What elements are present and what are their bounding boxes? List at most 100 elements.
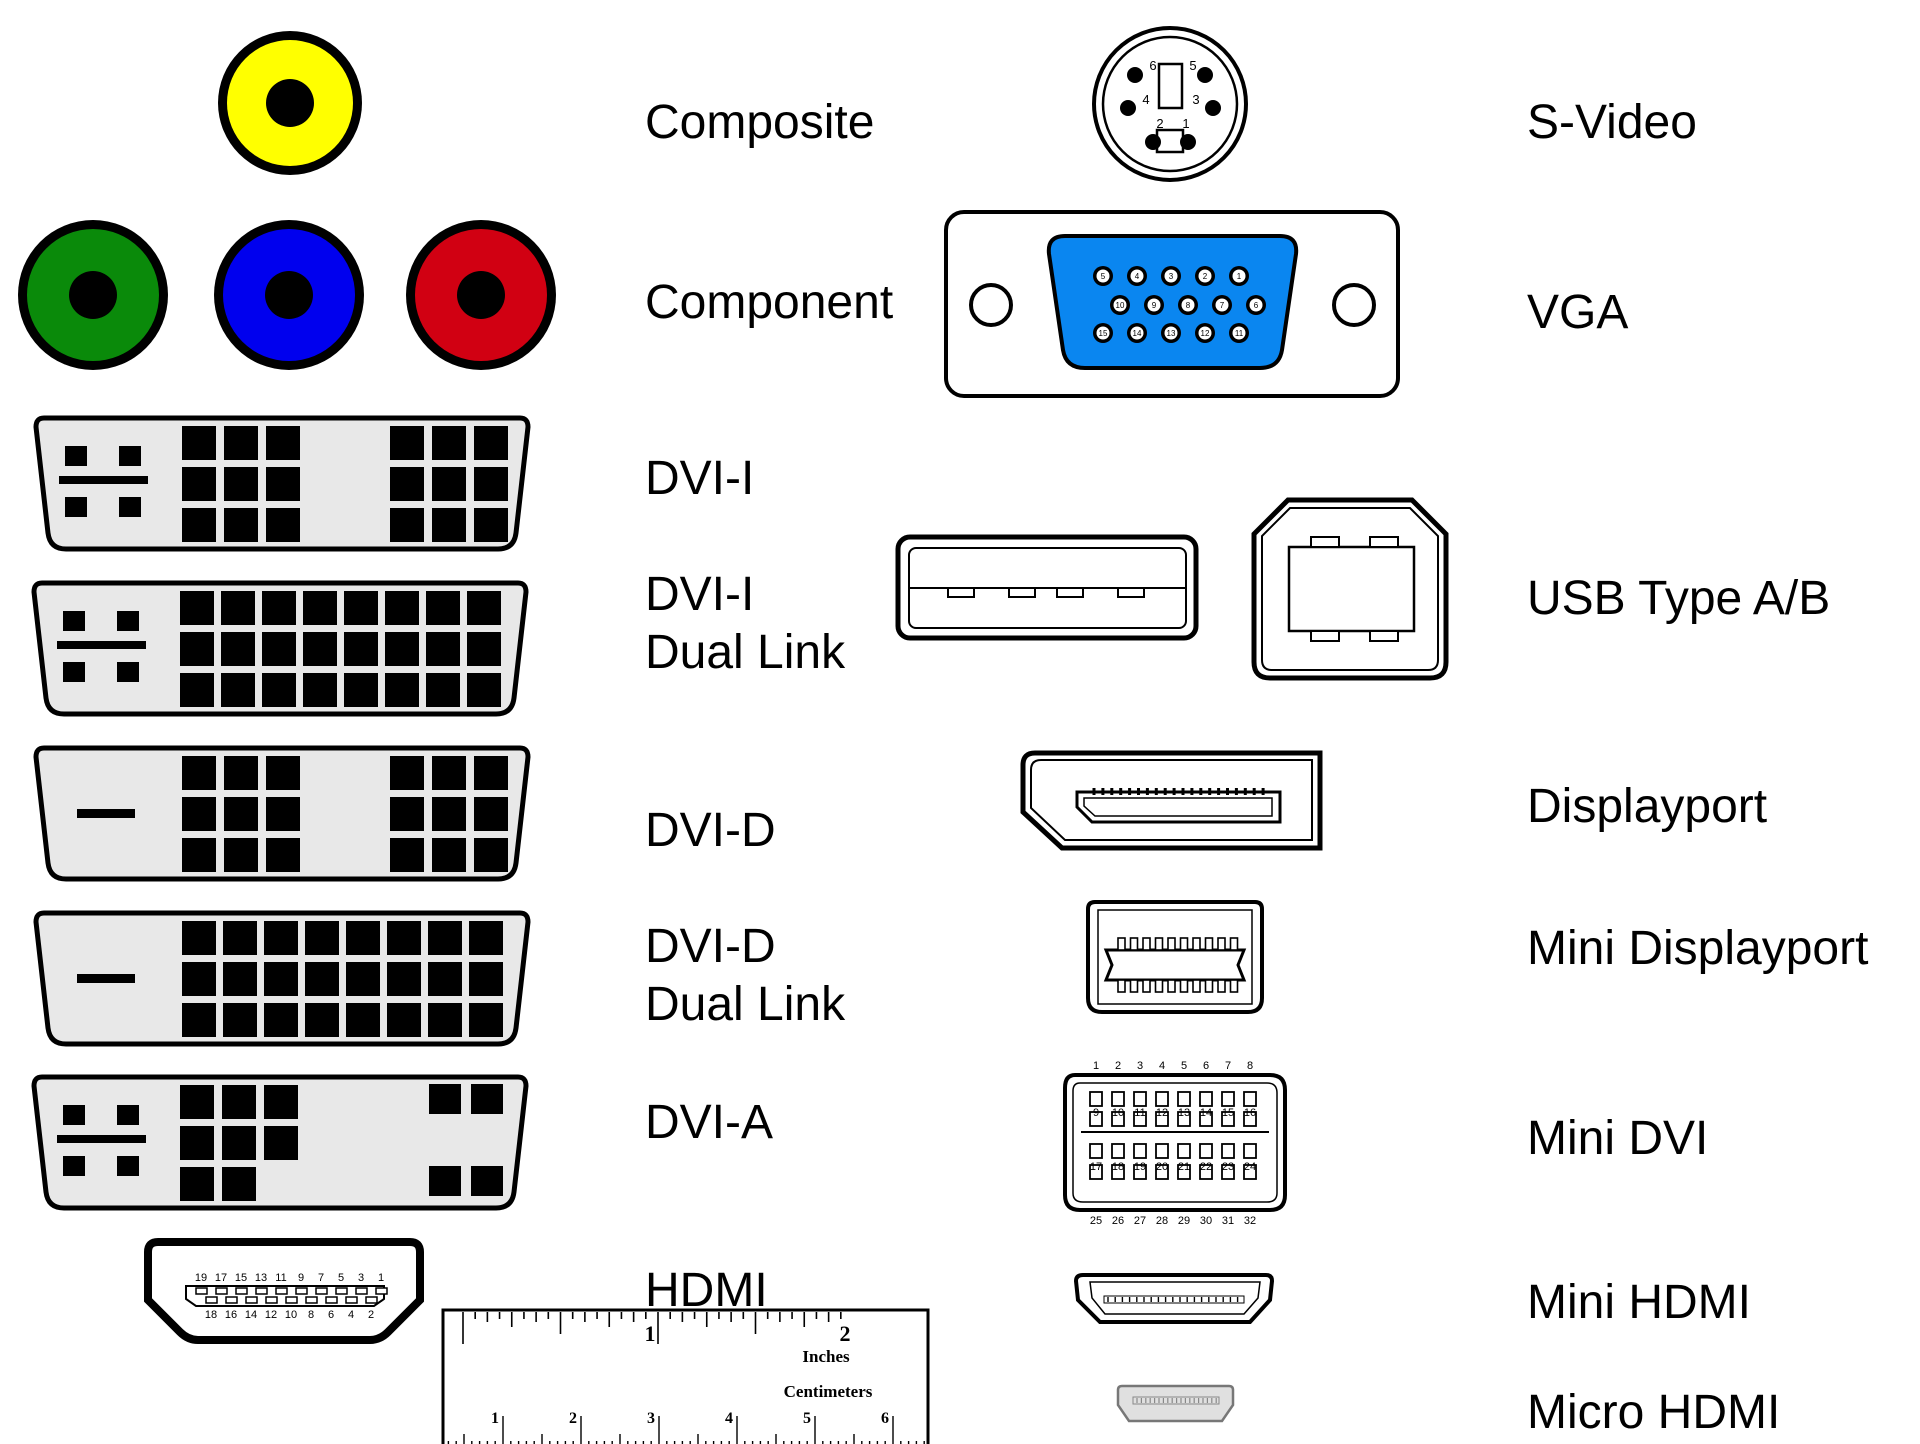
ruler-cm-number: 1: [491, 1410, 499, 1427]
dvi-contact: [182, 508, 216, 542]
mini-dvi-pin-number: 10: [1112, 1107, 1124, 1119]
dvi-contact: [469, 962, 503, 996]
hdmi-pad: [355, 1287, 368, 1295]
dvi-contact: [266, 467, 300, 501]
dvi-contact: [224, 838, 258, 872]
vga-pin-number: 13: [1167, 329, 1176, 338]
vga-pin-face: [1215, 298, 1229, 312]
mini-dvi-pin-number: 22: [1200, 1161, 1212, 1173]
dvi-i-dual-link-label-line1: DVI-I: [645, 568, 754, 621]
s-video-pin-2: 2: [1156, 116, 1163, 131]
hdmi-pad: [215, 1287, 228, 1295]
right-labels: S-Video VGA USB Type A/B Displayport Min…: [1527, 96, 1868, 1439]
hdmi-pin-number: 1: [378, 1272, 384, 1284]
dvi-contact: [387, 962, 421, 996]
hdmi-pad: [205, 1296, 218, 1304]
dvi-contact: [467, 591, 501, 625]
mini-dvi-pad: [1177, 1111, 1191, 1127]
mini-dvi-pin-number: 13: [1178, 1107, 1190, 1119]
ruler-cm-number: 5: [803, 1410, 811, 1427]
dvi-d-connector: [36, 748, 528, 879]
hdmi-pin-number: 19: [195, 1272, 207, 1284]
dvi-contact: [264, 1126, 298, 1160]
mini-dvi-pin-number: 24: [1244, 1161, 1256, 1173]
vga-pin-number: 5: [1101, 272, 1106, 281]
mini-dvi-pin-number: 17: [1090, 1161, 1102, 1173]
mini-dvi-pad: [1133, 1143, 1147, 1159]
dvi-contact: [221, 673, 255, 707]
ruler-inch-number: 2: [840, 1321, 851, 1346]
vga-pin-number: 2: [1203, 272, 1208, 281]
mini-displayport-contact: [1204, 979, 1214, 993]
dvi-contact: [474, 467, 508, 501]
dvi-contact: [426, 632, 460, 666]
mini-dvi-pad: [1177, 1091, 1191, 1107]
mini-dvi-pin-number: 9: [1093, 1107, 1099, 1119]
dvi-contact: [182, 467, 216, 501]
ruler-inch-number: 1: [645, 1321, 656, 1346]
mini-dvi-pad: [1199, 1164, 1213, 1180]
dvi-contact: [182, 1003, 216, 1037]
mini-dvi-pin-number: 32: [1244, 1215, 1256, 1227]
mini-dvi-pad: [1089, 1091, 1103, 1107]
dvi-contact: [432, 467, 466, 501]
hdmi-pad: [285, 1296, 298, 1304]
dvi-contact: [390, 426, 424, 460]
dvi-contact: [182, 962, 216, 996]
dvi-contact: [266, 756, 300, 790]
mini-dvi-pad: [1111, 1091, 1125, 1107]
dvi-contact: [474, 797, 508, 831]
mini-displayport-contact: [1154, 937, 1164, 951]
hdmi-pin-number: 9: [298, 1272, 304, 1284]
mini-dvi-pin-number: 23: [1222, 1161, 1234, 1173]
left-labels: Composite Component DVI-I DVI-I Dual Lin…: [645, 96, 893, 1317]
dvi-contact: [224, 508, 258, 542]
micro-hdmi-label: Micro HDMI: [1527, 1386, 1780, 1439]
vga-pin-number: 7: [1220, 301, 1225, 310]
hdmi-pin-number: 13: [255, 1272, 267, 1284]
mini-dvi-pad: [1111, 1143, 1125, 1159]
dvi-contact: [180, 673, 214, 707]
dvi-a-connector: [34, 1077, 526, 1208]
dvi-contact: [222, 1167, 256, 1201]
dvi-contact: [182, 426, 216, 460]
mini-dvi-pad: [1199, 1111, 1213, 1127]
mini-dvi-pin-number: 20: [1156, 1161, 1168, 1173]
mini-dvi-pad: [1243, 1143, 1257, 1159]
dvi-a-label: DVI-A: [645, 1096, 773, 1149]
vga-pin-number: 12: [1201, 329, 1210, 338]
composite-label: Composite: [645, 96, 874, 149]
vga-pin-face: [1147, 298, 1161, 312]
mini-dvi-pin-number: 25: [1090, 1215, 1102, 1227]
ruler-cm-number: 3: [647, 1410, 655, 1427]
dvi-contact: [182, 838, 216, 872]
dvi-contact: [469, 921, 503, 955]
mini-dvi-pin-number: 31: [1222, 1215, 1234, 1227]
dvi-contact: [385, 632, 419, 666]
mini-dvi-pad: [1221, 1143, 1235, 1159]
mini-displayport-label: Mini Displayport: [1527, 922, 1868, 975]
dvi-contact: [305, 1003, 339, 1037]
mini-displayport-contact: [1154, 979, 1164, 993]
dvi-contact: [223, 921, 257, 955]
s-video-label: S-Video: [1527, 96, 1697, 149]
usb-type-ab-label: USB Type A/B: [1527, 572, 1830, 625]
hdmi-pin-number: 6: [328, 1309, 334, 1321]
dvi-contact-block: [390, 756, 508, 872]
mini-dvi-pad: [1243, 1111, 1257, 1127]
hdmi-pin-slot: [185, 1285, 388, 1307]
mini-dvi-pad: [1155, 1143, 1169, 1159]
mini-dvi-pin-number: 30: [1200, 1215, 1212, 1227]
mini-displayport-contact: [1117, 979, 1126, 993]
component-blue-jack: [214, 220, 364, 370]
dvi-contact: [432, 426, 466, 460]
dvi-contact-block: [182, 426, 300, 542]
usb-type-a-connector: [895, 534, 1199, 641]
dvi-contact: [182, 797, 216, 831]
hdmi-pin-number: 12: [265, 1309, 277, 1321]
displayport-connector: [1020, 750, 1323, 851]
dvi-contact: [426, 591, 460, 625]
mini-dvi-pin-number: 4: [1159, 1060, 1165, 1072]
